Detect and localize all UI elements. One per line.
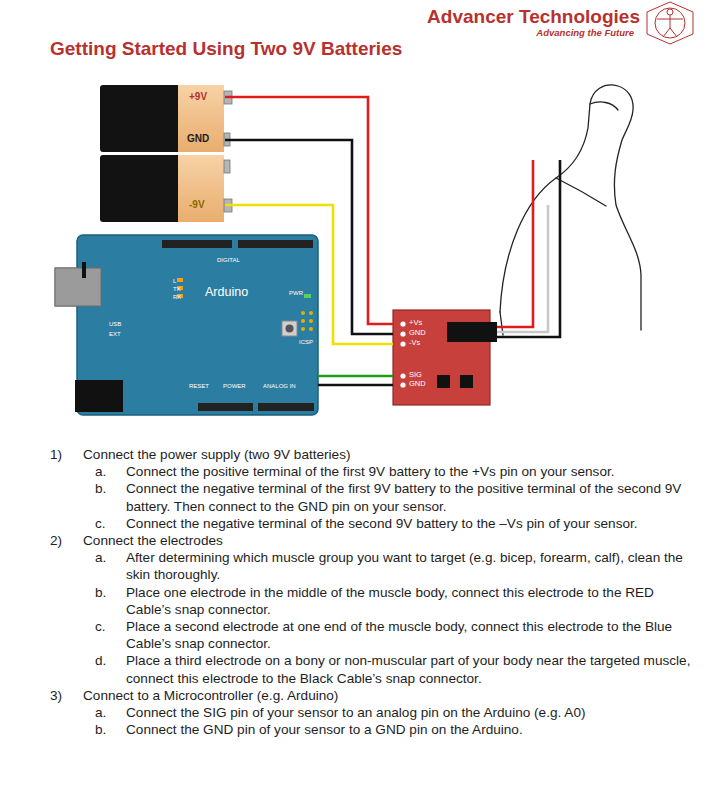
logo-tagline: Advancing the Future [536, 28, 634, 39]
list-item: d.Place a third electrode on a bony or n… [50, 652, 700, 686]
list-text: Connect to a Microcontroller (e.g. Ardui… [83, 687, 700, 704]
list-text: Connect the positive terminal of the fir… [126, 463, 700, 480]
wire [318, 375, 393, 378]
wire [225, 205, 393, 344]
list-item: c.Place a second electrode at one end of… [50, 618, 700, 652]
list-text: Connect the electrodes [83, 532, 700, 549]
page-title: Getting Started Using Two 9V Batteries [50, 38, 402, 60]
list-item: a.Connect the positive terminal of the f… [50, 463, 700, 480]
list-marker: a. [95, 549, 126, 583]
list-marker: 3) [50, 687, 83, 704]
battery [100, 85, 232, 152]
list-marker: b. [95, 721, 126, 738]
instruction-list: 1)Connect the power supply (two 9V batte… [50, 446, 700, 738]
list-item: b.Connect the negative terminal of the f… [50, 480, 700, 514]
list-item: b.Place one electrode in the middle of t… [50, 584, 700, 618]
list-item: 3)Connect to a Microcontroller (e.g. Ard… [50, 687, 700, 704]
list-marker: 1) [50, 446, 83, 463]
battery: +9V GND [100, 85, 225, 152]
list-item: b.Connect the GND pin of your sensor to … [50, 721, 700, 738]
list-text: Connect the GND pin of your sensor to a … [126, 721, 700, 738]
logo-name: Advancer Technologies [427, 6, 640, 28]
pin-label: L [173, 278, 176, 285]
list-marker: a. [95, 704, 126, 721]
pin-label: -Vs [409, 339, 420, 348]
pin-label: GND [409, 380, 426, 389]
pin-label: +Vs [409, 319, 422, 328]
list-text: Connect the SIG pin of your sensor to an… [126, 704, 700, 721]
list-item: c.Connect the negative terminal of the s… [50, 515, 700, 532]
wire [225, 140, 393, 334]
arduino-board: DIGITAL LTXRX Arduino PWR ICSP USB EXT RESET POW… [77, 235, 318, 415]
battery [100, 155, 232, 222]
list-marker: b. [95, 480, 126, 514]
arduino-board [55, 235, 318, 415]
electrode-cable [497, 160, 560, 337]
list-marker: 2) [50, 532, 83, 549]
logo-icon [647, 2, 693, 44]
arm-outline [500, 85, 641, 335]
pin-label: DIGITAL [217, 257, 240, 264]
pin-label: GND [187, 133, 209, 145]
list-marker: c. [95, 515, 126, 532]
pin-label: +9V [189, 91, 207, 103]
list-item: 1)Connect the power supply (two 9V batte… [50, 446, 700, 463]
sensor-board: +VsGND-VsSIGGND [393, 310, 490, 405]
pin-label: SIG [409, 371, 422, 380]
pin-label: ANALOG IN [263, 383, 296, 390]
list-item: a.After determining which muscle group y… [50, 549, 700, 583]
list-text: Connect the power supply (two 9V batteri… [83, 446, 700, 463]
pin-label: TX [173, 286, 181, 293]
list-text: Connect the negative terminal of the fir… [126, 480, 700, 514]
list-marker: c. [95, 618, 126, 652]
pin-label: RESET [189, 383, 209, 390]
wire [318, 384, 393, 387]
list-text: After determining which muscle group you… [126, 549, 700, 583]
list-marker: a. [95, 463, 126, 480]
wire [225, 97, 393, 324]
sensor-board [393, 310, 497, 405]
pin-label: ICSP [299, 339, 313, 346]
pin-label: RX [173, 294, 181, 301]
list-item: 2)Connect the electrodes [50, 532, 700, 549]
list-marker: d. [95, 652, 126, 686]
list-text: Place one electrode in the middle of the… [126, 584, 700, 618]
list-text: Place a third electrode on a bony or non… [126, 652, 700, 686]
list-text: Place a second electrode at one end of t… [126, 618, 700, 652]
pin-label: PWR [289, 290, 303, 297]
pin-label: EXT [109, 331, 121, 338]
pin-label: POWER [223, 383, 246, 390]
pin-label: USB [109, 321, 121, 328]
pin-label: GND [409, 329, 426, 338]
pin-label: Arduino [205, 285, 248, 299]
battery: -9V [100, 155, 225, 222]
pin-label: -9V [189, 199, 205, 211]
list-text: Connect the negative terminal of the sec… [126, 515, 700, 532]
list-item: a.Connect the SIG pin of your sensor to … [50, 704, 700, 721]
list-marker: b. [95, 584, 126, 618]
